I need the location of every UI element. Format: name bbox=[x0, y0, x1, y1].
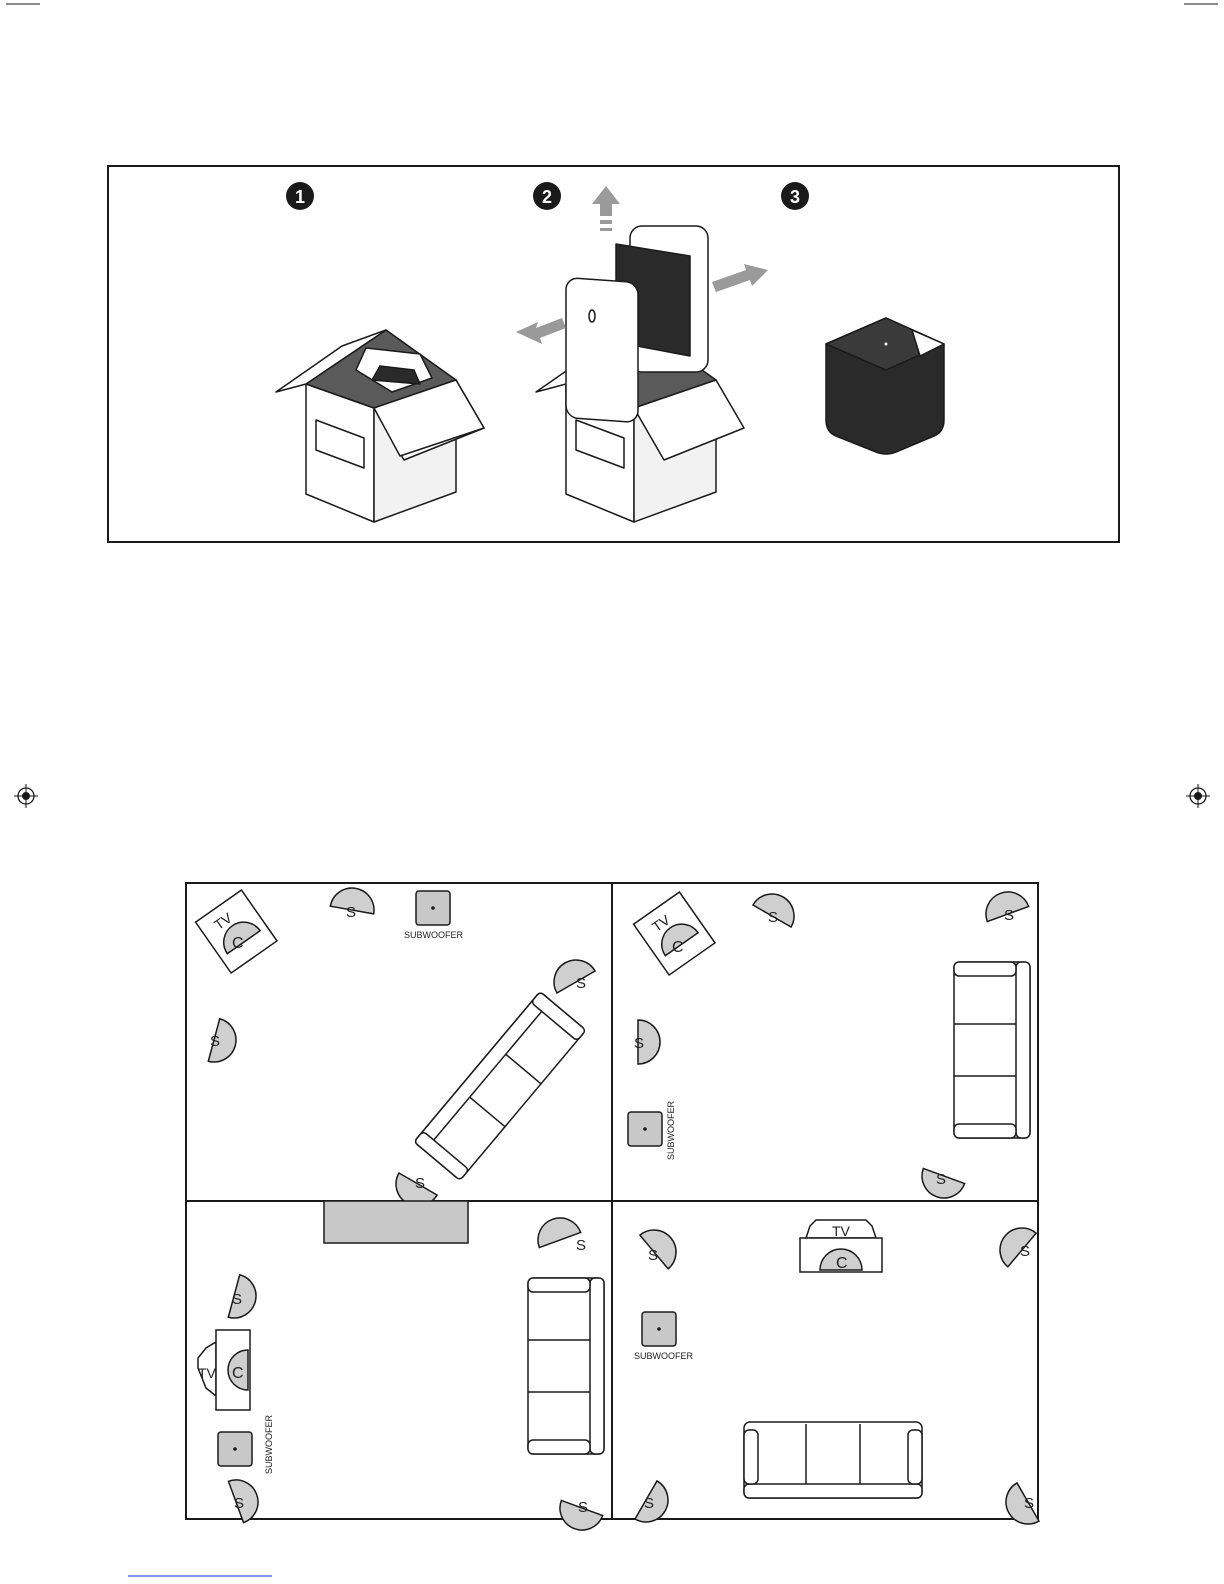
lift-out-illustration bbox=[536, 226, 744, 522]
speaker-label: S bbox=[1020, 1243, 1030, 1260]
speaker-label: S bbox=[210, 1033, 220, 1050]
subwoofer: SUBWOOFER bbox=[404, 891, 464, 940]
step-2-number: 2 bbox=[542, 187, 552, 207]
step-1-badge: 1 bbox=[286, 182, 314, 210]
window bbox=[324, 1201, 468, 1243]
tv-unit: TV bbox=[196, 890, 277, 973]
step-3-badge: 3 bbox=[781, 182, 809, 210]
sofa bbox=[744, 1422, 922, 1498]
step-3-number: 3 bbox=[790, 187, 800, 207]
subwoofer: SUBWOOFER bbox=[628, 1100, 676, 1160]
product-cube-illustration bbox=[826, 318, 944, 454]
sofa bbox=[414, 992, 586, 1181]
speaker-label: S bbox=[576, 1237, 586, 1254]
sofa bbox=[528, 1278, 604, 1454]
speaker-label: S bbox=[644, 1495, 654, 1512]
center-speaker-label: C bbox=[836, 1255, 848, 1272]
speaker-label: S bbox=[415, 1175, 425, 1192]
speaker-label: S bbox=[634, 1035, 644, 1052]
speaker-label: S bbox=[648, 1247, 658, 1264]
surround-speaker bbox=[635, 1481, 676, 1530]
speaker-label: S bbox=[346, 904, 356, 921]
subwoofer: SUBWOOFER bbox=[218, 1414, 274, 1474]
layout-side-wall: TV C S S S S SUBWOOFER bbox=[198, 1201, 604, 1536]
layout-corner-side: TV C S S S S SUBWOOFER bbox=[628, 886, 1030, 1204]
center-speaker: C bbox=[232, 935, 244, 952]
registration-mark-left bbox=[14, 784, 38, 808]
sofa bbox=[954, 962, 1030, 1138]
subwoofer-label: SUBWOOFER bbox=[666, 1100, 676, 1160]
center-speaker-label: C bbox=[672, 939, 684, 956]
layout-centered: TV C S S S S SUBWOOFER bbox=[634, 1219, 1039, 1532]
step-1-number: 1 bbox=[295, 187, 305, 207]
center-speaker-label: C bbox=[232, 1365, 244, 1382]
registration-mark-right bbox=[1186, 784, 1210, 808]
tv-unit: TV bbox=[634, 892, 715, 975]
surround-speaker bbox=[546, 952, 595, 993]
surround-speaker bbox=[640, 1221, 685, 1269]
speaker-label: S bbox=[1004, 907, 1014, 924]
speaker-label: S bbox=[576, 975, 586, 992]
subwoofer-label: SUBWOOFER bbox=[264, 1414, 274, 1474]
step-2-badge: 2 bbox=[533, 182, 561, 210]
tv-label: TV bbox=[832, 1223, 851, 1239]
subwoofer: SUBWOOFER bbox=[634, 1312, 694, 1361]
speaker-label: S bbox=[234, 1495, 244, 1512]
subwoofer-label: SUBWOOFER bbox=[404, 930, 464, 940]
speaker-label: S bbox=[578, 1499, 588, 1516]
surround-speaker bbox=[532, 1212, 581, 1248]
tv-label: TV bbox=[198, 1365, 217, 1381]
layout-corner-diagonal: TV C S S S S SUBWOOFER bbox=[196, 885, 595, 1215]
subwoofer-label: SUBWOOFER bbox=[634, 1351, 694, 1361]
open-box-illustration bbox=[276, 330, 484, 522]
speaker-label: S bbox=[936, 1171, 946, 1188]
speaker-label: S bbox=[768, 909, 778, 926]
speaker-label: S bbox=[1024, 1495, 1034, 1512]
speaker-label: S bbox=[232, 1291, 242, 1308]
center-speaker-label: C bbox=[232, 935, 244, 952]
